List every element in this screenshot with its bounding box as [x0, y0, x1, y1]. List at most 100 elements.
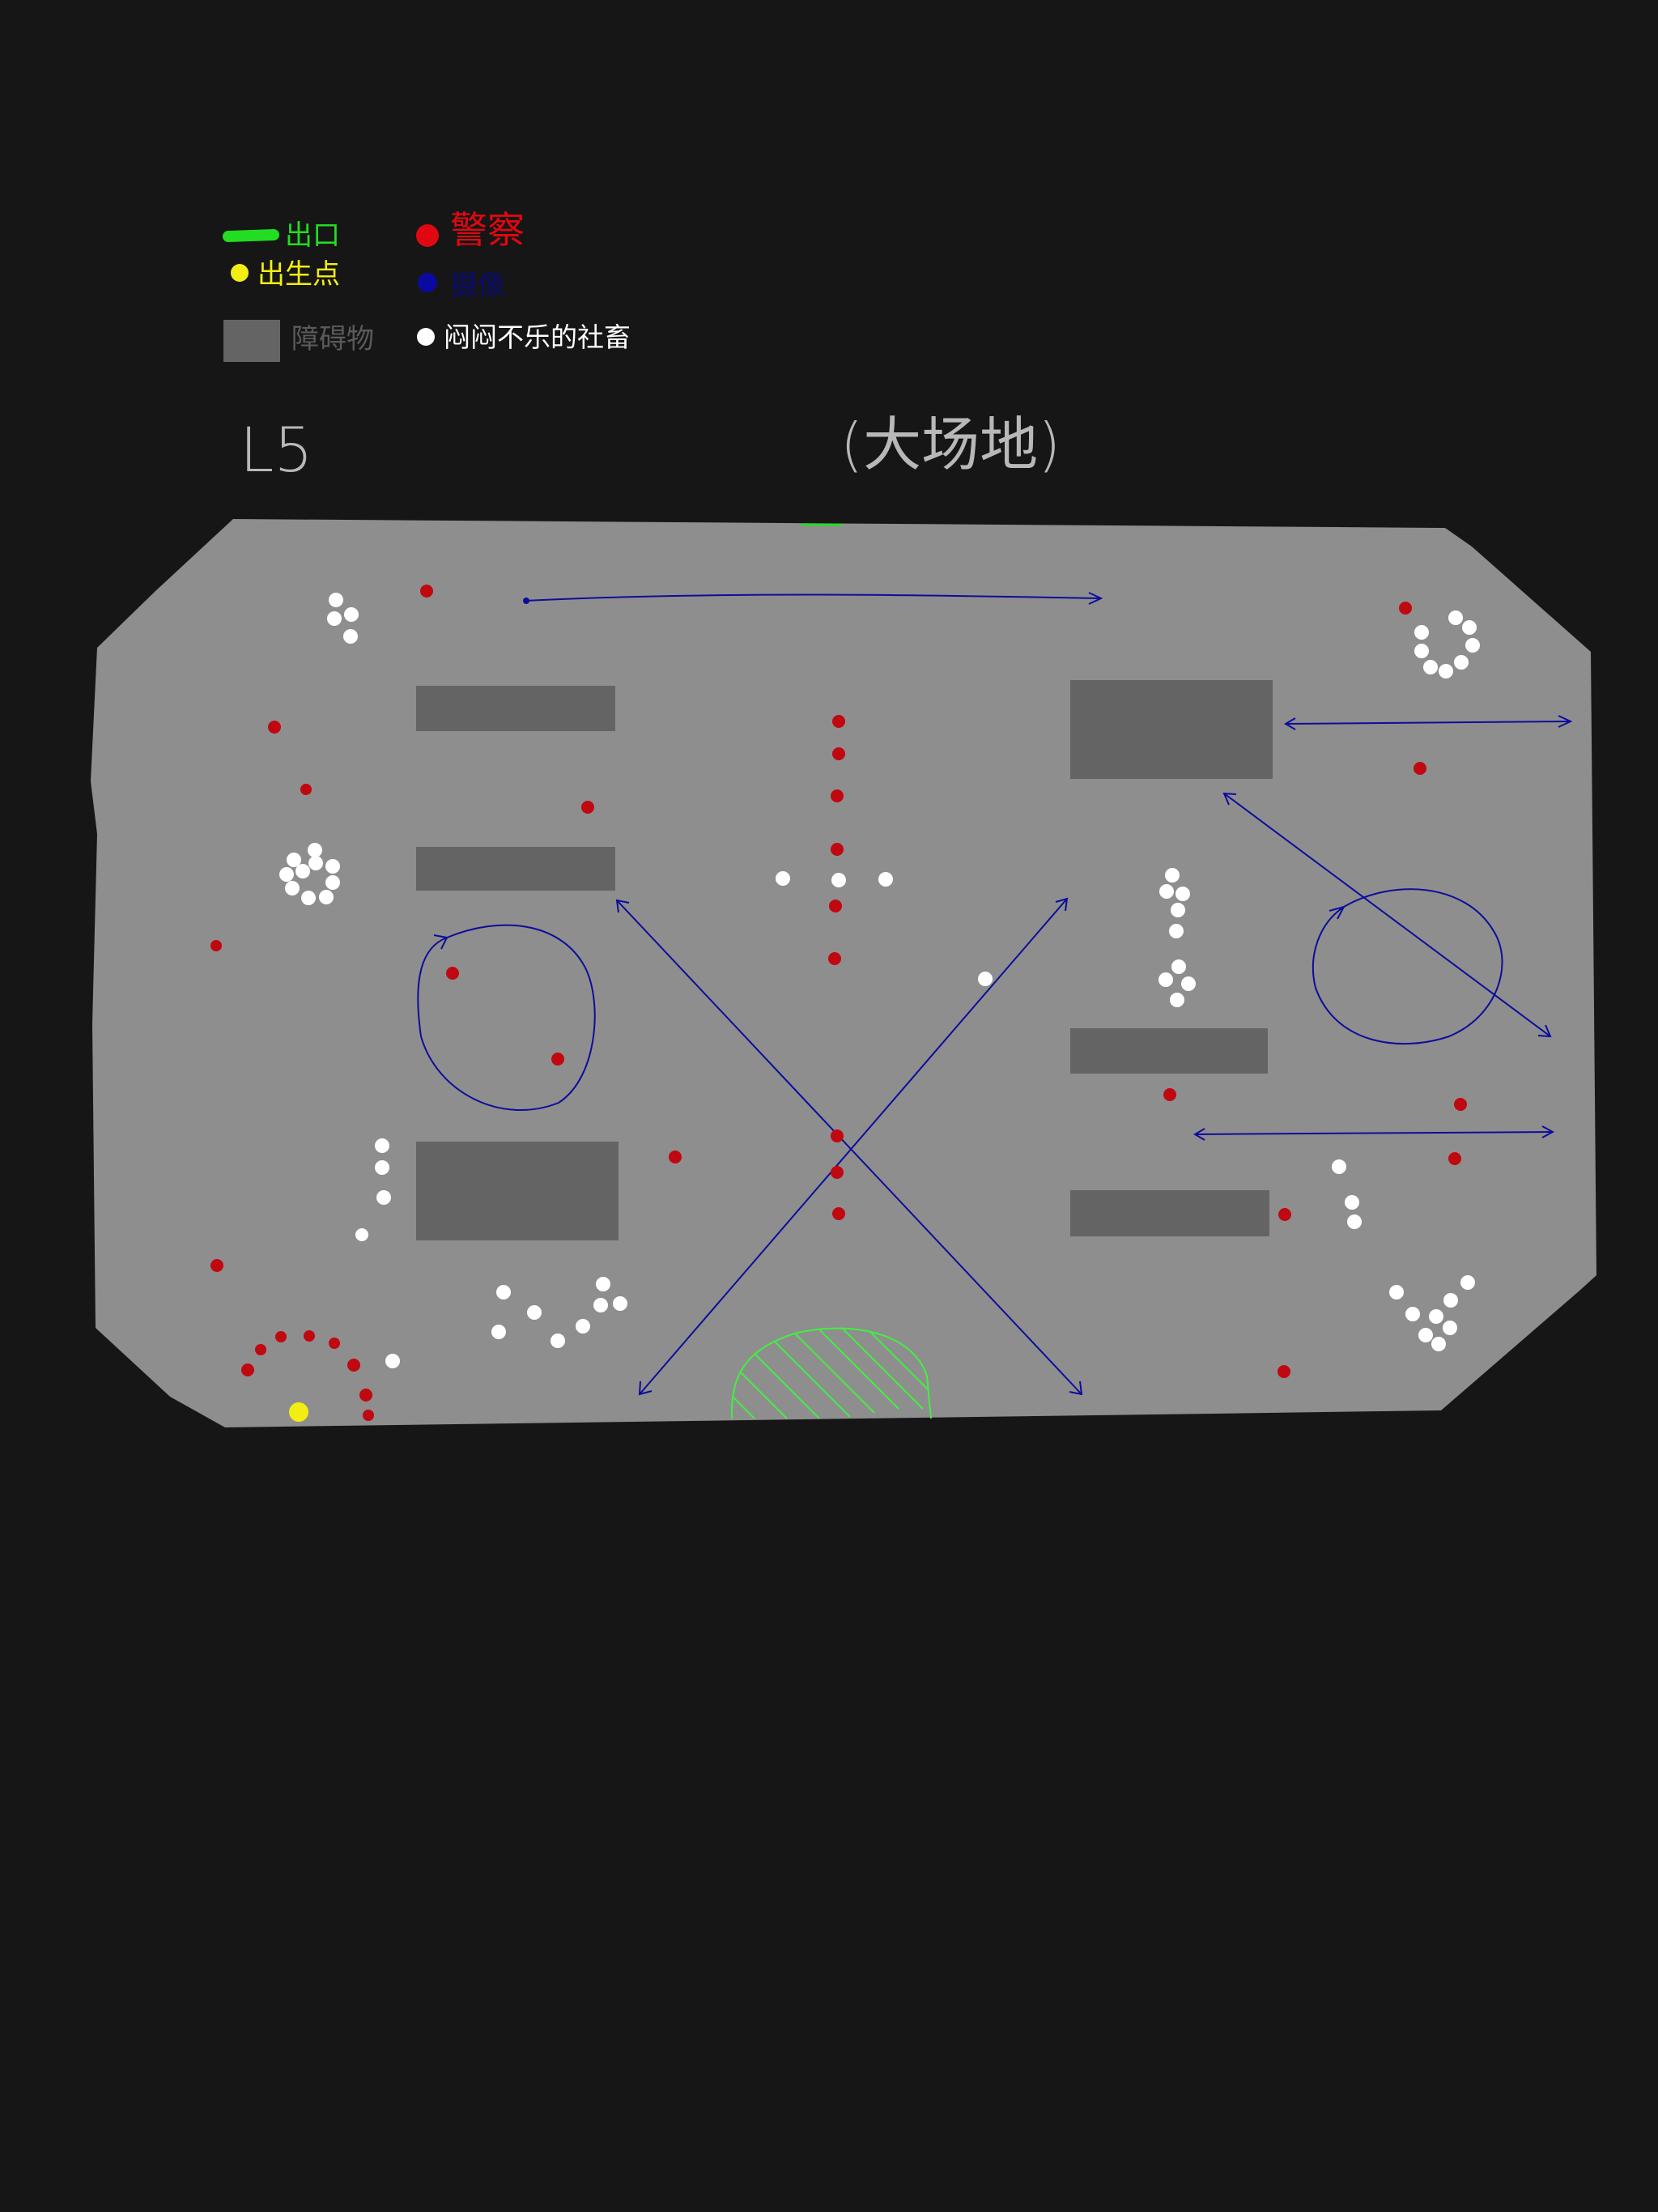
police-dot [210, 1259, 223, 1272]
legend-police-label: 警察 [450, 208, 525, 252]
obstacle-block [416, 686, 615, 731]
worker-dot [1454, 655, 1469, 670]
worker-dot [1414, 625, 1429, 640]
arrow-head-icon [1069, 1380, 1083, 1396]
camera-path-line [1194, 1131, 1554, 1135]
blue-dot-icon [418, 273, 437, 292]
worker-dot [1443, 1293, 1458, 1308]
arrow-head-icon [1558, 715, 1573, 728]
worker-dot [878, 872, 893, 887]
arrow-head-icon [1541, 1125, 1555, 1138]
legend: 出口 出生点 障碍物 警察 摄像 闷闷不乐的社畜 [223, 208, 631, 362]
worker-dot [319, 890, 334, 904]
police-dot [1454, 1098, 1467, 1111]
spawn-point [289, 1402, 308, 1422]
worker-dot [1431, 1337, 1446, 1351]
worker-dot [831, 873, 846, 887]
obstacle-block [1070, 1028, 1268, 1074]
camera-path-loop [1312, 888, 1503, 1045]
camera-path-start [523, 598, 529, 604]
legend-obstacle-label: 障碍物 [291, 323, 374, 355]
police-dot [1414, 762, 1426, 775]
camera-paths [417, 592, 1573, 1396]
worker-dot [308, 856, 323, 870]
police-dot [1163, 1088, 1176, 1101]
police-dot [1278, 1208, 1291, 1221]
white-dot-icon [417, 328, 435, 346]
worker-dot [385, 1354, 400, 1368]
worker-dot [1389, 1285, 1404, 1300]
yellow-dot-icon [231, 264, 249, 282]
worker-dot [593, 1298, 608, 1312]
red-dot-icon [416, 224, 439, 247]
camera-path-line [1223, 793, 1551, 1037]
police-dot [446, 967, 459, 980]
arrow-head-icon [1088, 592, 1103, 605]
police-dot [828, 952, 841, 965]
police-dot [347, 1359, 360, 1372]
worker-dot [343, 629, 358, 644]
worker-dot [1439, 664, 1453, 678]
worker-dot [327, 611, 342, 626]
worker-dot [1462, 620, 1477, 635]
arrow-head-icon [1329, 905, 1346, 920]
legend-exit: 出口 [223, 219, 340, 252]
worker-dot [1460, 1275, 1475, 1290]
worker-dot [355, 1228, 368, 1241]
level-code: L5 [240, 414, 313, 486]
worker-dot [1175, 887, 1190, 901]
gray-block-icon [223, 320, 280, 362]
legend-obstacle: 障碍物 [223, 320, 374, 362]
worker-dot [776, 871, 790, 886]
arrow-head-icon [1284, 717, 1296, 730]
worker-dot [1405, 1307, 1420, 1321]
camera-path-line [616, 900, 1082, 1395]
worker-dot [576, 1319, 590, 1334]
worker-dot [285, 881, 300, 895]
worker-dot [527, 1305, 542, 1320]
police-dot [275, 1331, 287, 1342]
worker-dot [551, 1334, 565, 1348]
police-dot [551, 1053, 564, 1066]
worker-dot [1429, 1309, 1443, 1324]
legend-worker-label: 闷闷不乐的社畜 [444, 321, 631, 353]
worker-dot [375, 1160, 389, 1175]
worker-dot [1332, 1159, 1346, 1174]
police-dot [268, 721, 281, 734]
police-dot [1399, 602, 1412, 615]
arrow-head-icon [615, 899, 630, 913]
legend-exit-label: 出口 [285, 219, 340, 252]
worker-dot [978, 972, 993, 986]
arrow-head-icon [433, 934, 449, 950]
worker-dot [1170, 993, 1184, 1007]
police-dot [1278, 1365, 1290, 1378]
worker-dot [1347, 1214, 1362, 1229]
camera-path-line [524, 593, 1102, 602]
arrow-head-icon [638, 1380, 653, 1396]
worker-dot [279, 867, 294, 882]
legend-spawn: 出生点 [231, 258, 340, 291]
obstacle-block [416, 847, 615, 891]
police-dot [1448, 1152, 1461, 1165]
worker-dot [491, 1325, 506, 1339]
arrow-head-icon [1193, 1128, 1205, 1141]
exit-zone [730, 1327, 932, 1419]
worker-dot [295, 864, 310, 878]
police-dot [832, 715, 845, 728]
worker-dot [301, 891, 316, 905]
legend-police: 警察 [416, 208, 525, 252]
police-dot [831, 843, 844, 856]
worker-dot [1171, 959, 1186, 974]
worker-dot [325, 875, 340, 890]
police-dot [420, 585, 433, 598]
police-dot [304, 1330, 315, 1342]
arrow-head-icon [1055, 897, 1069, 912]
worker-dot [375, 1138, 389, 1153]
police-dot [300, 784, 312, 795]
legend-camera-label: 摄像 [450, 270, 505, 302]
level-subtitle: (大场地) [840, 410, 1061, 479]
worker-dot [1165, 868, 1180, 883]
worker-dot [1158, 972, 1173, 987]
obstacle-block [416, 1142, 619, 1240]
